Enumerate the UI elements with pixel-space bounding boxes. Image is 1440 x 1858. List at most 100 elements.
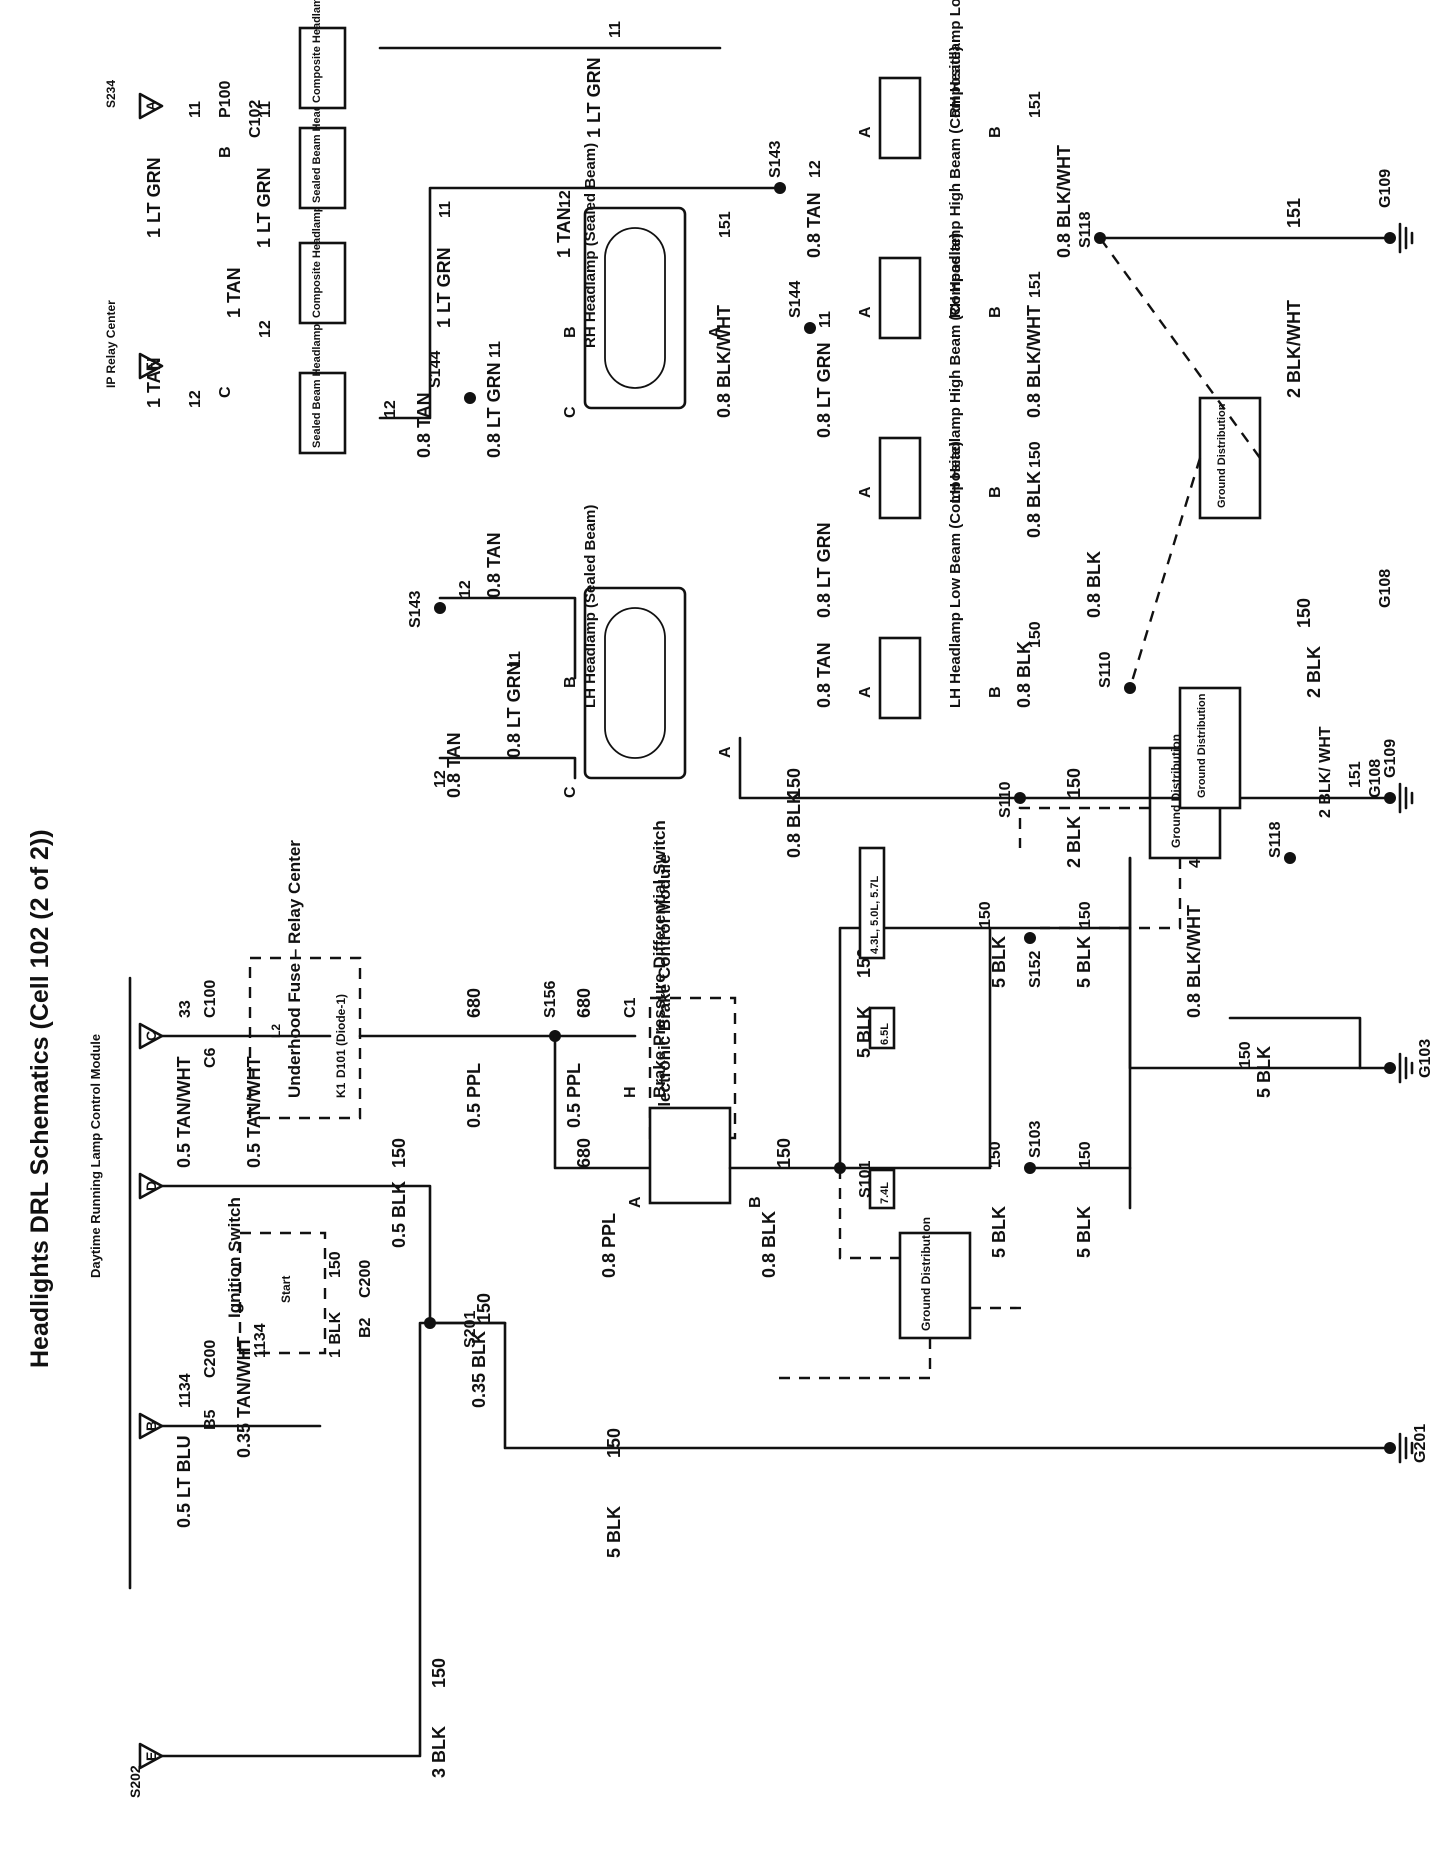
svg-text:11: 11 (507, 651, 524, 668)
svg-text:0.5 TAN/WHT: 0.5 TAN/WHT (174, 1056, 194, 1168)
svg-text:S110: S110 (1097, 651, 1114, 688)
ebcm-label: Electronic Brake Control Module (655, 854, 674, 1118)
svg-text:C1: C1 (622, 997, 639, 1018)
svg-text:680: 680 (574, 988, 594, 1018)
splice-s118-lower (1284, 852, 1296, 864)
ground-dist-4: Ground Distribution (1216, 403, 1228, 508)
svg-text:A: A (857, 306, 874, 318)
svg-text:S152: S152 (1027, 951, 1044, 988)
lh-low-label: LH Headlamp Low Beam (Composite) (947, 441, 964, 708)
rh-high-label: RH Headlamp High Beam (Composite) (947, 46, 964, 318)
svg-text:11: 11 (187, 101, 204, 118)
svg-text:B: B (217, 146, 234, 158)
svg-text:A: A (857, 126, 874, 138)
svg-text:0.8 PPL: 0.8 PPL (599, 1213, 619, 1278)
svg-text:S110: S110 (997, 781, 1014, 818)
svg-text:S143: S143 (767, 141, 784, 178)
svg-text:7.4L: 7.4L (879, 1182, 891, 1204)
svg-text:5 BLK: 5 BLK (1074, 1206, 1094, 1258)
svg-text:11: 11 (487, 341, 504, 358)
svg-text:0.8 BLK/WHT: 0.8 BLK/WHT (1184, 905, 1204, 1018)
ground-dist-1: Ground Distribution (919, 1217, 933, 1331)
svg-text:C: C (562, 406, 579, 418)
brake-switch-label: Brake Pressure Differential Switch (650, 820, 669, 1098)
underhood-label: Underhood Fuse – Relay Center (285, 840, 304, 1098)
svg-text:C: C (143, 1031, 159, 1041)
svg-text:C: C (562, 786, 579, 798)
svg-text:12: 12 (382, 400, 399, 418)
svg-text:150: 150 (987, 1141, 1004, 1168)
splice-s143-left (434, 602, 446, 614)
svg-text:A: A (857, 686, 874, 698)
svg-text:C100: C100 (202, 980, 219, 1018)
svg-text:B: B (747, 1196, 764, 1208)
svg-text:5 BLK: 5 BLK (604, 1506, 624, 1558)
svg-text:0.8 TAN: 0.8 TAN (804, 192, 824, 258)
svg-text:1 TAN: 1 TAN (554, 207, 574, 258)
ground-dist-3: Ground Distribution (1196, 693, 1208, 798)
svg-text:H: H (622, 1086, 639, 1098)
svg-text:K1: K1 (334, 1082, 348, 1098)
svg-text:150: 150 (1294, 598, 1314, 628)
svg-text:0.35 TAN/WHT: 0.35 TAN/WHT (234, 1336, 254, 1458)
svg-text:0.8 LT GRN: 0.8 LT GRN (814, 522, 834, 618)
svg-text:0.8 BLK: 0.8 BLK (1084, 551, 1104, 618)
svg-text:C102: C102 (247, 100, 264, 138)
svg-text:150: 150 (1064, 768, 1084, 798)
sealed-beam-box-1: Sealed Beam Headlamps (311, 318, 323, 448)
svg-text:12: 12 (807, 160, 824, 178)
svg-text:11: 11 (257, 101, 274, 118)
svg-text:150: 150 (389, 1138, 409, 1168)
svg-text:5 BLK: 5 BLK (989, 936, 1009, 988)
svg-text:0.8 TAN: 0.8 TAN (484, 532, 504, 598)
svg-text:S118: S118 (1267, 821, 1284, 858)
composite-box-1: Composite Headlamps (311, 199, 323, 318)
g109-lower-label: G109 (1382, 739, 1399, 778)
svg-text:1 LT GRN: 1 LT GRN (144, 157, 164, 238)
svg-text:D: D (143, 1181, 159, 1191)
svg-text:150: 150 (327, 1251, 344, 1278)
splice-s143-right (774, 182, 786, 194)
rh-sealed-label: RH Headlamp (Sealed Beam) (582, 143, 599, 348)
drl-pin-e: E S202 (127, 1742, 164, 1798)
ignition-switch-label: Ignition Switch (225, 1197, 244, 1318)
svg-text:11: 11 (607, 21, 624, 38)
svg-text:0.8 BLK: 0.8 BLK (1024, 471, 1044, 538)
g201-label: G201 (1412, 1424, 1429, 1463)
svg-text:L2: L2 (269, 1024, 283, 1038)
svg-text:Start: Start (279, 1276, 293, 1303)
svg-text:A: A (143, 101, 159, 111)
svg-text:12: 12 (457, 580, 474, 598)
svg-text:F: F (143, 362, 159, 371)
svg-text:A: A (707, 326, 724, 338)
svg-text:2 BLK/ WHT: 2 BLK/ WHT (1317, 726, 1334, 818)
svg-text:150: 150 (1027, 441, 1044, 468)
svg-text:2 BLK: 2 BLK (1304, 646, 1324, 698)
svg-text:0.8 BLK/WHT: 0.8 BLK/WHT (1024, 305, 1044, 418)
svg-text:E: E (143, 1752, 159, 1761)
splice-s152 (1024, 932, 1036, 944)
svg-text:1 TAN: 1 TAN (224, 267, 244, 318)
svg-text:S234: S234 (104, 80, 118, 108)
svg-text:0.8 TAN: 0.8 TAN (814, 642, 834, 708)
svg-text:B: B (562, 326, 579, 338)
svg-text:150: 150 (1077, 1141, 1094, 1168)
svg-text:0.8 BLK: 0.8 BLK (1014, 641, 1034, 708)
svg-text:S156: S156 (542, 981, 559, 1018)
svg-text:C6: C6 (202, 1047, 219, 1068)
svg-text:B: B (987, 686, 1004, 698)
svg-text:150: 150 (1077, 901, 1094, 928)
g108-right-label: G108 (1377, 569, 1394, 608)
svg-text:0.8 BLK: 0.8 BLK (784, 791, 804, 858)
svg-text:0.8 LT GRN: 0.8 LT GRN (504, 662, 524, 758)
s202-label: S202 (127, 1765, 143, 1798)
svg-text:150: 150 (604, 1428, 624, 1458)
svg-text:151: 151 (717, 211, 734, 238)
svg-text:B: B (562, 676, 579, 688)
svg-text:1 TAN: 1 TAN (144, 357, 164, 408)
svg-text:D101 (Diode-1): D101 (Diode-1) (334, 994, 348, 1078)
svg-text:C200: C200 (202, 1340, 219, 1378)
svg-text:S118: S118 (1077, 211, 1094, 248)
